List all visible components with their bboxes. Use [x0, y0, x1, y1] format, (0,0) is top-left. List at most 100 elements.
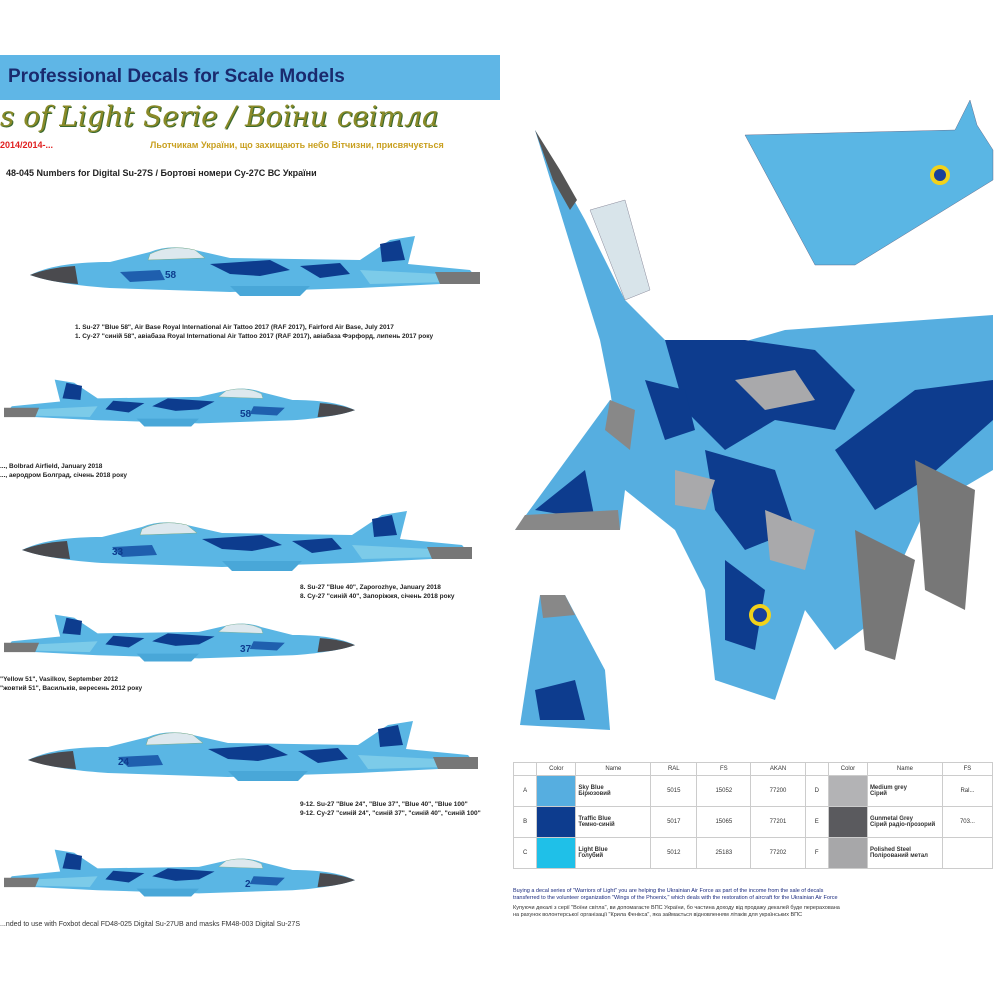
name-ua: Темно-синій — [578, 822, 615, 828]
header-cell: Color — [827, 762, 868, 776]
caption-en: 8. Su-27 "Blue 40", Zaporozhye, January … — [300, 584, 441, 591]
fin-view-2 — [520, 595, 610, 730]
aircraft-number: 24 — [118, 757, 130, 768]
color-letter: C — [512, 837, 538, 869]
side-view-6: 2 — [3, 849, 356, 897]
header-cell: Name — [866, 762, 943, 776]
header-cell: FS — [941, 762, 994, 776]
fs-code: 25183 — [696, 837, 752, 869]
caption-ua: 1. Су-27 "синій 58", авіабаза Royal Inte… — [75, 333, 434, 340]
top-view-aircraft — [515, 99, 994, 730]
caption-en: 9-12. Su-27 "Blue 24", "Blue 37", "Blue … — [300, 801, 468, 808]
name-ua: Полірований метал — [869, 853, 928, 859]
caption-en: ..., Bolbrad Airfield, January 2018 — [0, 463, 103, 470]
caption-ua: ..., аеродром Болград, січень 2018 року — [0, 472, 127, 479]
ral-code: 5012 — [650, 837, 698, 869]
wing-panel-top — [744, 99, 994, 266]
header-cell: AKAN — [750, 762, 806, 776]
side-view-4-caption: "Yellow 51", Vasilkov, September 2012 "ж… — [0, 675, 200, 693]
aircraft-number: 58 — [165, 270, 177, 281]
ral-code: 5015 — [650, 775, 698, 807]
color-swatch — [536, 806, 577, 838]
note-en-line: transferred to the volunteer organizatio… — [513, 895, 838, 901]
color-table: Color Name RAL FS AKAN Color Name FS A S… — [512, 762, 994, 869]
header-cell — [804, 762, 829, 776]
charity-notes: Buying a decal series of "Warriors of Li… — [513, 888, 993, 919]
name-en: Gunmetal Grey — [869, 816, 913, 822]
aircraft-number: 2 — [245, 879, 251, 890]
aircraft-number: 58 — [240, 409, 252, 420]
fs-code — [941, 837, 994, 869]
header-cell: RAL — [650, 762, 698, 776]
side-view-2-caption: ..., Bolbrad Airfield, January 2018 ...,… — [0, 462, 200, 480]
color-swatch — [827, 806, 868, 838]
color-letter: D — [804, 775, 829, 807]
caption-en: 1. Su-27 "Blue 58", Air Base Royal Inter… — [75, 324, 394, 331]
color-letter: E — [804, 806, 829, 838]
caption-ua: 8. Су-27 "синій 40", Запоріжжя, січень 2… — [300, 593, 455, 600]
sheet-number-line: 48-045 Numbers for Digital Su-27S / Борт… — [6, 168, 317, 178]
side-view-1-caption: 1. Su-27 "Blue 58", Air Base Royal Inter… — [75, 323, 495, 341]
caption-ua: 9-12. Су-27 "синій 24", "синій 37", "син… — [300, 810, 481, 817]
note-ua-line: на рахунок волонтерської організації "Кр… — [513, 912, 803, 918]
side-view-3: 33 — [21, 510, 473, 572]
aircraft-number: 37 — [240, 644, 252, 655]
header-cell: Name — [575, 762, 652, 776]
side-view-5: 24 — [27, 720, 479, 782]
name-en: Medium grey — [869, 785, 907, 791]
header-cell: FS — [696, 762, 752, 776]
name-en: Polished Steel — [869, 847, 911, 853]
footer-note: ...nded to use with Foxbot decal FD48-02… — [0, 921, 300, 928]
main-top-view — [535, 130, 993, 700]
series-title: s of Light Serie / Воїни світла — [0, 100, 439, 133]
note-en-line: Buying a decal series of "Warriors of Li… — [513, 888, 824, 894]
color-swatch — [827, 775, 868, 807]
aircraft-number: 33 — [112, 547, 124, 558]
header-cell — [512, 762, 538, 776]
header-bar — [0, 55, 500, 100]
color-letter: B — [512, 806, 538, 838]
name-ua: Сірий — [869, 791, 887, 797]
name-en: Sky Blue — [578, 785, 604, 791]
color-letter: A — [512, 775, 538, 807]
header-cell: Color — [536, 762, 577, 776]
side-view-3-caption: 8. Su-27 "Blue 40", Zaporozhye, January … — [300, 583, 495, 601]
color-swatch — [827, 837, 868, 869]
name-en: Light Blue — [578, 847, 608, 853]
fs-code: Ral... — [941, 775, 994, 807]
fs-code: 15065 — [696, 806, 752, 838]
ral-code: 5017 — [650, 806, 698, 838]
color-letter: F — [804, 837, 829, 869]
side-view-4: 37 — [3, 614, 356, 662]
name-en: Traffic Blue — [578, 816, 612, 822]
akan-code: 77201 — [750, 806, 806, 838]
akan-code: 77202 — [750, 837, 806, 869]
color-table-header: Color Name RAL FS AKAN Color Name FS — [512, 762, 994, 776]
name-ua: Сірий радіо-прозорий — [869, 822, 936, 828]
fin-view-1 — [515, 400, 635, 530]
fs-code: 15052 — [696, 775, 752, 807]
caption-en: "Yellow 51", Vasilkov, September 2012 — [0, 676, 119, 683]
akan-code: 77200 — [750, 775, 806, 807]
dedication-subtitle: Льотчикам України, що захищають небо Віт… — [150, 140, 444, 150]
note-ua-line: Купуючи декалі з серії "Воїни світла", в… — [513, 905, 840, 911]
side-view-1: 58 — [29, 235, 481, 297]
caption-ua: "жовтий 51", Васильків, вересень 2012 ро… — [0, 685, 143, 692]
side-view-5-caption: 9-12. Su-27 "Blue 24", "Blue 37", "Blue … — [300, 800, 495, 818]
name-ua: Бірюзовий — [578, 791, 611, 797]
color-swatch — [536, 775, 577, 807]
name-ua: Голубий — [578, 853, 604, 859]
fs-code: 703... — [941, 806, 994, 838]
color-swatch — [536, 837, 577, 869]
years-text: 2014/2014-... — [0, 140, 54, 150]
side-view-2: 58 — [3, 379, 356, 427]
